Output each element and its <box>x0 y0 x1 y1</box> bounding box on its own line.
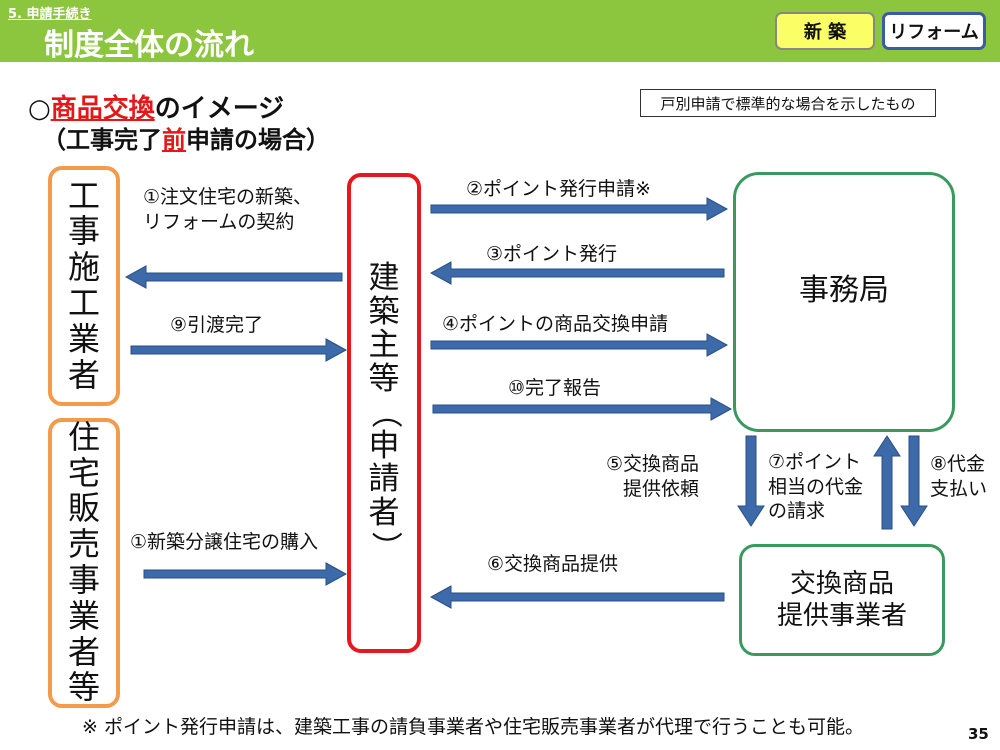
owner-char: 主 <box>368 327 400 364</box>
title-suffix: のイメージ <box>154 94 285 124</box>
label-line: リフォームの契約 <box>143 210 295 233</box>
arrow-owner-to-contractor <box>124 265 343 289</box>
page-number: 35 <box>968 725 989 743</box>
seller-char: 事 <box>67 561 100 599</box>
label-step1-purchase: ①新築分譲住宅の購入 <box>130 531 319 553</box>
title-highlight: 商品交換 <box>50 94 155 124</box>
seller-char: 者 <box>67 632 100 671</box>
title-mark: ○ <box>28 94 51 124</box>
slide-subtitle: （工事完了前申請の場合） <box>42 120 330 155</box>
header-bar: 5. 申請手続き 制度全体の流れ 新 築 リフォーム <box>0 0 1000 63</box>
label-line: 支払い <box>930 477 988 500</box>
seller-char: 売 <box>67 525 100 564</box>
provider-box: 交換商品 提供事業者 <box>739 544 945 656</box>
tag-reform[interactable]: リフォーム <box>882 12 986 50</box>
label-step9: ⑨引渡完了 <box>170 314 264 336</box>
seller-char: 販 <box>67 489 100 528</box>
label-step4: ④ポイントの商品交換申請 <box>442 313 669 335</box>
label-line: ⑤交換商品 <box>606 453 700 475</box>
subtitle-open: （工事完了 <box>42 126 162 154</box>
contractor-char: 業 <box>67 319 100 358</box>
arrow-seller-to-owner <box>143 562 348 586</box>
label-step7: ⑦ポイント 相当の代金 の請求 <box>768 450 863 524</box>
owner-char: 建 <box>368 260 400 297</box>
label-line: 提供依頼 <box>623 477 700 500</box>
provider-label-line: 交換商品 <box>789 568 894 599</box>
contractor-char: 工 <box>67 176 100 215</box>
label-step5: ⑤交換商品 提供依頼 <box>606 452 699 501</box>
contractor-char: 施 <box>67 248 100 287</box>
tag-new-build[interactable]: 新 築 <box>775 12 875 50</box>
contractor-char: 事 <box>67 212 100 251</box>
label-line: 相当の代金 <box>768 475 864 498</box>
owner-char: 築 <box>368 293 400 330</box>
section-title: 制度全体の流れ <box>44 28 254 63</box>
secretariat-label: 事務局 <box>799 273 889 308</box>
secretariat-box: 事務局 <box>733 172 955 432</box>
subtitle-close: 申請の場合） <box>186 126 330 154</box>
seller-char: 業 <box>67 596 100 635</box>
contractor-char: 者 <box>67 355 100 394</box>
label-step2: ②ポイント発行申請※ <box>466 178 651 200</box>
arrow-owner-to-secretariat-4 <box>430 333 729 357</box>
arrow-provider-to-secretariat-7 <box>873 435 901 530</box>
owner-box: 建 築 主 等 （ 申 請 者 ） <box>347 173 421 653</box>
arrow-provider-to-owner-6 <box>429 585 725 609</box>
arrow-secretariat-to-provider-5 <box>737 435 765 527</box>
contractor-box: 工 事 施 工 業 者 <box>48 166 120 406</box>
arrow-owner-to-secretariat-2 <box>430 197 729 221</box>
footnote: ※ ポイント発行申請は、建築工事の請負事業者や住宅販売事業者が代理で行うことも可… <box>82 716 864 738</box>
seller-char: 住 <box>67 417 100 456</box>
seller-char: 宅 <box>67 453 100 492</box>
arrow-owner-to-secretariat-10 <box>432 397 733 421</box>
label-line: ⑧代金 <box>930 453 986 475</box>
subtitle-highlight: 前 <box>162 126 186 154</box>
arrow-secretariat-to-owner-3 <box>429 261 725 285</box>
owner-char: 申 <box>368 427 400 464</box>
owner-char: 等 <box>368 360 400 397</box>
contractor-char: 工 <box>67 284 100 322</box>
label-line: ⑦ポイント <box>768 451 862 473</box>
label-line: の請求 <box>768 500 826 523</box>
note-box: 戸別申請で標準的な場合を示したもの <box>640 89 936 117</box>
label-step1-contract: ①注文住宅の新築、 リフォームの契約 <box>143 185 312 234</box>
arrow-secretariat-to-provider-8 <box>900 435 928 527</box>
slide-title: ○商品交換のイメージ <box>28 88 284 125</box>
label-step10: ⑩完了報告 <box>508 377 602 399</box>
owner-char: 者 <box>368 494 400 531</box>
provider-label-line: 提供事業者 <box>776 601 907 631</box>
label-line: ①注文住宅の新築、 <box>143 186 313 208</box>
label-step6: ⑥交換商品提供 <box>487 553 619 575</box>
section-number: 5. 申請手続き <box>8 7 92 22</box>
seller-char: 等 <box>67 668 100 707</box>
seller-box: 住 宅 販 売 事 業 者 等 <box>48 418 120 708</box>
label-step8: ⑧代金 支払い <box>930 452 987 501</box>
owner-char: 請 <box>368 461 400 498</box>
arrow-contractor-to-owner <box>130 338 348 362</box>
label-step3: ③ポイント発行 <box>486 243 618 265</box>
